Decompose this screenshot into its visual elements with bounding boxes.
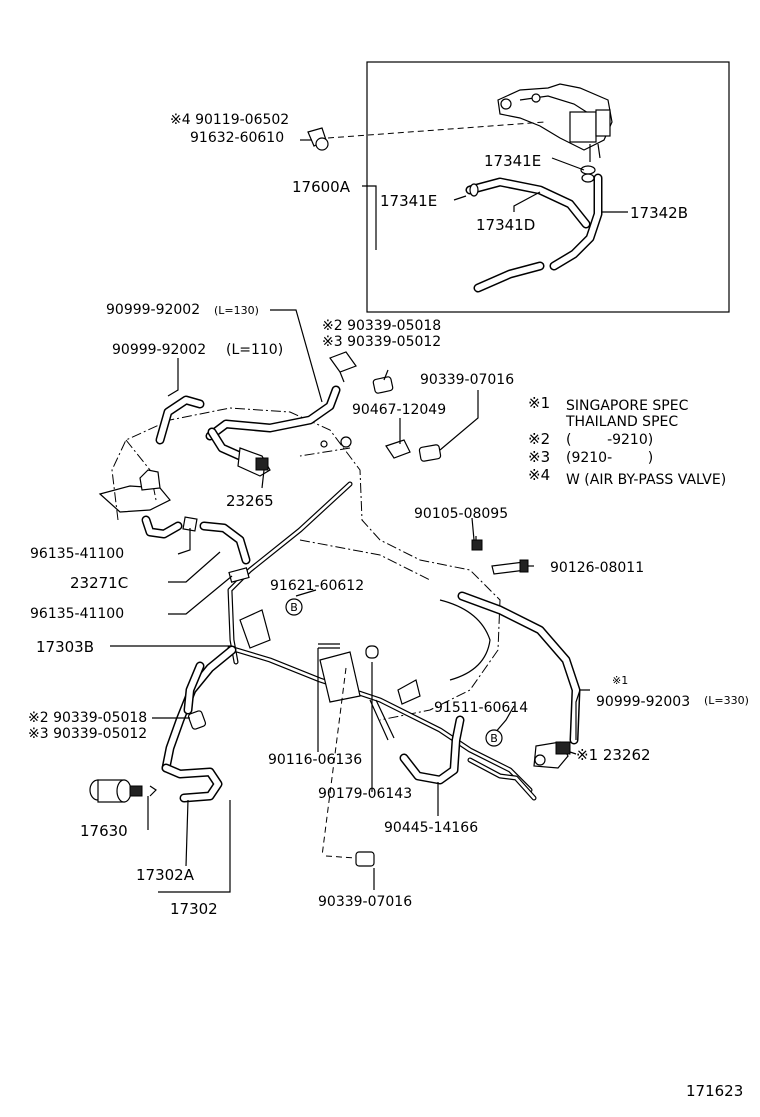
engine-outline <box>98 407 501 721</box>
ref-circle-b-1: B <box>285 598 303 616</box>
callout-17341e-a: 17341E <box>484 152 541 170</box>
inset-frame <box>366 61 730 313</box>
callout-17342b: 17342B <box>630 204 688 222</box>
callout-90126-08011: 90126-08011 <box>550 560 644 576</box>
callout-90179-06143: 90179-06143 <box>318 786 412 802</box>
legend-mark-2: ※2 <box>528 430 550 448</box>
callout-90119-06502: ※4 90119-06502 <box>170 112 289 128</box>
cap-90339-07016-lower <box>355 851 375 867</box>
callout-90105-08095: 90105-08095 <box>414 506 508 522</box>
spec-legend: ※1 SINGAPORE SPEC THAILAND SPEC ※2 ( -92… <box>528 394 726 488</box>
figure-number: 171623 <box>686 1082 743 1100</box>
callout-90339-05018-top: ※2 90339-05018 <box>322 318 441 334</box>
callout-17302a: 17302A <box>136 866 195 884</box>
legend-text-4: W (AIR BY-PASS VALVE) <box>566 472 726 488</box>
bolt-drawing <box>307 127 329 151</box>
callout-90999-92002-l110: 90999-92002 <box>112 342 206 358</box>
callout-90999-92003: 90999-92003 <box>596 694 690 710</box>
callout-23271c: 23271C <box>70 574 128 592</box>
legend-text-1: SINGAPORE SPEC <box>566 398 689 414</box>
callout-90339-05012-top: ※3 90339-05012 <box>322 334 441 350</box>
vacuum-valve-23265 <box>237 447 271 477</box>
legend-text-3: (9210- ) <box>566 450 653 466</box>
ref-circle-b-2-label: B <box>490 732 498 745</box>
callout-96135-41100-a: 96135-41100 <box>30 546 124 562</box>
legend-mark-4: ※4 <box>528 466 550 484</box>
ref-circle-b-2: B <box>485 729 503 747</box>
callout-17630: 17630 <box>80 822 128 840</box>
cap-upper <box>329 351 357 383</box>
legend-mark-1: ※1 <box>528 394 550 412</box>
bolt-90105 <box>471 536 483 551</box>
callout-90339-07016-top: 90339-07016 <box>420 372 514 388</box>
clamp-90467 <box>320 436 411 459</box>
callout-23262: ※1 23262 <box>576 746 651 764</box>
legend-text-2: ( -9210) <box>566 432 653 448</box>
callout-90339-07016-bottom: 90339-07016 <box>318 894 412 910</box>
ref-circle-b-1-label: B <box>290 601 298 614</box>
callout-91511-60614: 91511-60614 <box>434 700 528 716</box>
callout-91632-60610: 91632-60610 <box>190 130 284 146</box>
legend-mark-3: ※3 <box>528 448 550 466</box>
callout-l110: (L=110) <box>226 342 283 358</box>
callout-90467-12049: 90467-12049 <box>352 402 446 418</box>
callout-91621-60612: 91621-60612 <box>270 578 364 594</box>
cap-90339-07016-upper <box>372 376 442 462</box>
callout-90116-06136: 90116-06136 <box>268 752 362 768</box>
callout-17341d: 17341D <box>476 216 535 234</box>
bracket-pipe <box>239 609 421 705</box>
callout-l130: (L=130) <box>214 304 259 317</box>
filter-17630 <box>89 779 157 803</box>
callout-90999-92002-l130: 90999-92002 <box>106 302 200 318</box>
callout-90445-14166: 90445-14166 <box>384 820 478 836</box>
legend-text-1b: THAILAND SPEC <box>565 414 678 430</box>
bolts-90116-90179 <box>318 643 395 741</box>
callout-23265: 23265 <box>226 492 274 510</box>
callout-l330: (L=330) <box>704 694 749 707</box>
valve-23262 <box>533 741 571 769</box>
callout-mark-1: ※1 <box>612 674 628 687</box>
bolt-90126 <box>491 559 529 575</box>
callout-17303b: 17303B <box>36 638 94 656</box>
bolt-leader-dashed <box>327 121 546 139</box>
callout-96135-41100-b: 96135-41100 <box>30 606 124 622</box>
inset-hoses <box>465 173 603 293</box>
leader-lines <box>110 139 628 893</box>
callout-90339-05018-left: ※2 90339-05018 <box>28 710 147 726</box>
callout-17302: 17302 <box>170 900 218 918</box>
callout-90339-05012-left: ※3 90339-05012 <box>28 726 147 742</box>
callout-17600a: 17600A <box>292 178 351 196</box>
callout-17341e-b: 17341E <box>380 192 437 210</box>
